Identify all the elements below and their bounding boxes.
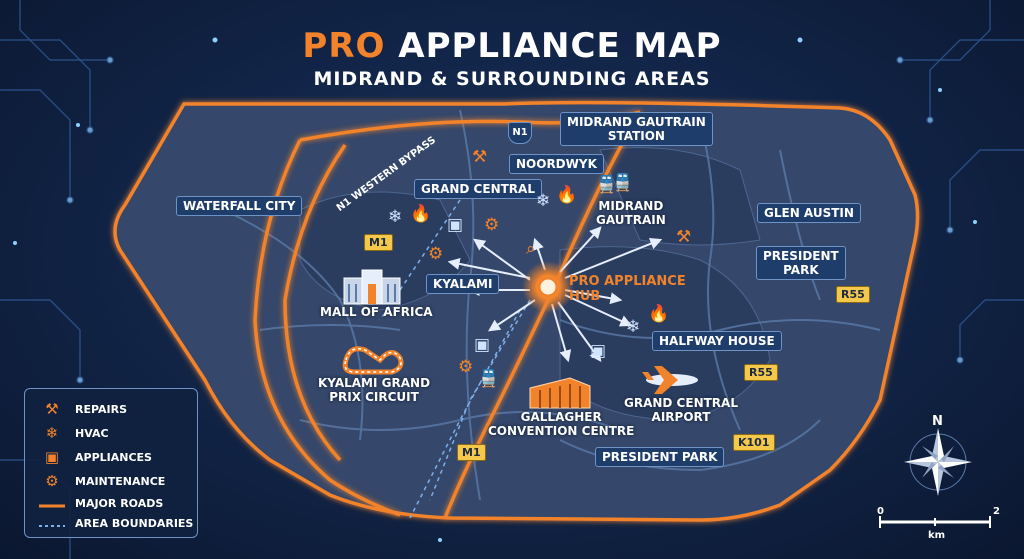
label-president-park-bottom: PRESIDENT PARK [595,447,725,467]
washer-icon: ▣ [44,448,60,466]
hub-arrows [447,226,663,363]
grand-central-airport-line2: AIRPORT [651,410,711,424]
r55-shield-right: R55 [836,286,870,303]
m1-shield-top: M1 [364,234,393,251]
legend-major-roads: MAJOR ROADS [39,495,163,511]
label-gallagher: GALLAGHER CONVENTION CENTRE [488,410,634,438]
title-accent: PRO [302,26,386,66]
r55-shield-mid: R55 [744,364,778,381]
gear-icon: ⚙ [484,215,500,235]
label-grand-central: GRAND CENTRAL [414,179,542,199]
map-title: PRO APPLIANCE MAP [0,26,1024,66]
hub-label: PRO APPLIANCE HUB [569,274,686,304]
hub-label-line1: PRO APPLIANCE [569,274,686,289]
legend-maintenance-label: MAINTENANCE [75,474,166,488]
president-park-right-line2: PARK [783,263,819,277]
compass-north-label: N [932,414,943,429]
m1-shield-bottom: M1 [457,444,486,461]
snowflake-icon: ❄ [45,424,59,442]
gear-icon: ⚙ [428,244,444,264]
president-park-right-line1: PRESIDENT [763,249,839,263]
n1-shield: N1 [508,122,532,144]
plane-icon [642,366,698,394]
washer-icon: ▣ [474,335,491,355]
train-icon: 🚆 [596,175,618,195]
gautrain-station-line1: MIDRAND GAUTRAIN [567,115,706,129]
label-gautrain-station: MIDRAND GAUTRAIN STATION [560,112,713,146]
magnifier-icon: ⌕ [526,239,536,259]
label-halfway-house: HALFWAY HOUSE [652,331,782,351]
legend-appliances: ▣ APPLIANCES [39,448,152,466]
train-icon: 🚆 [612,173,634,193]
major-road-swatch [39,494,65,513]
legend-major-roads-label: MAJOR ROADS [75,496,164,510]
convention-centre-icon [529,377,591,409]
legend: ⚒ REPAIRS ❄ HVAC ▣ APPLIANCES ⚙ MAINTENA… [24,388,198,538]
snowflake-icon: ❄ [388,207,403,227]
label-waterfall-city: WATERFALL CITY [176,196,303,216]
gallagher-line1: GALLAGHER [520,410,602,424]
label-kyalami-circuit: KYALAMI GRAND PRIX CIRCUIT [318,376,430,404]
label-mall-of-africa: MALL OF AFRICA [320,305,433,319]
legend-repairs-label: REPAIRS [75,402,128,416]
snowflake-icon: ❄ [626,317,641,337]
label-glen-austin: GLEN AUSTIN [757,203,861,223]
train-icon: 🚆 [478,369,500,389]
label-president-park-right: PRESIDENT PARK [756,246,846,280]
scale-unit: km [928,530,946,541]
legend-area-boundaries: AREA BOUNDARIES [39,515,193,531]
scale-bar [879,516,991,528]
washer-icon: ▣ [590,341,607,361]
kyalami-circuit-line2: PRIX CIRCUIT [329,390,419,404]
flame-icon: 🔥 [648,304,670,324]
scale-end: 2 [993,506,1000,517]
label-grand-central-airport: GRAND CENTRAL AIRPORT [624,396,738,424]
flame-icon: 🔥 [410,204,432,224]
washer-icon: ▣ [447,215,464,235]
area-boundary-lines [379,199,531,519]
area-boundary-swatch [39,514,65,533]
midrand-gautrain-line1: MIDRAND [598,199,664,213]
mall-icon [343,269,401,305]
gautrain-station-line2: STATION [607,129,665,143]
k101-shield: K101 [733,434,775,451]
legend-repairs: ⚒ REPAIRS [39,400,128,418]
gear-icon: ⚙ [45,472,59,490]
grand-central-airport-line1: GRAND CENTRAL [624,396,738,410]
label-midrand-gautrain: MIDRAND GAUTRAIN [596,199,666,227]
hub-label-line2: HUB [569,289,601,304]
legend-hvac-label: HVAC [75,426,109,440]
gallagher-line2: CONVENTION CENTRE [488,424,635,438]
kyalami-circuit-line1: KYALAMI GRAND [318,376,431,390]
legend-maintenance: ⚙ MAINTENANCE [39,472,166,490]
wrench-icon: ⚒ [676,227,692,247]
label-kyalami: KYALAMI [426,274,500,294]
title-main: APPLIANCE MAP [398,26,722,66]
snowflake-icon: ❄ [536,191,551,211]
flame-icon: 🔥 [556,185,578,205]
label-noordwyk: NOORDWYK [509,154,604,174]
wrench-icon: ⚒ [472,147,488,167]
gear-icon: ⚙ [458,357,474,377]
legend-hvac: ❄ HVAC [39,424,109,442]
hub-marker [537,276,559,298]
scale-start: 0 [877,506,884,517]
legend-appliances-label: APPLIANCES [75,450,152,464]
legend-area-boundaries-label: AREA BOUNDARIES [75,516,194,530]
circuit-decoration-right [896,0,1024,364]
compass-rose [904,428,972,496]
wrench-icon: ⚒ [45,400,59,418]
map-subtitle: MIDRAND & SURROUNDING AREAS [313,68,711,90]
midrand-gautrain-line2: GAUTRAIN [596,213,666,227]
